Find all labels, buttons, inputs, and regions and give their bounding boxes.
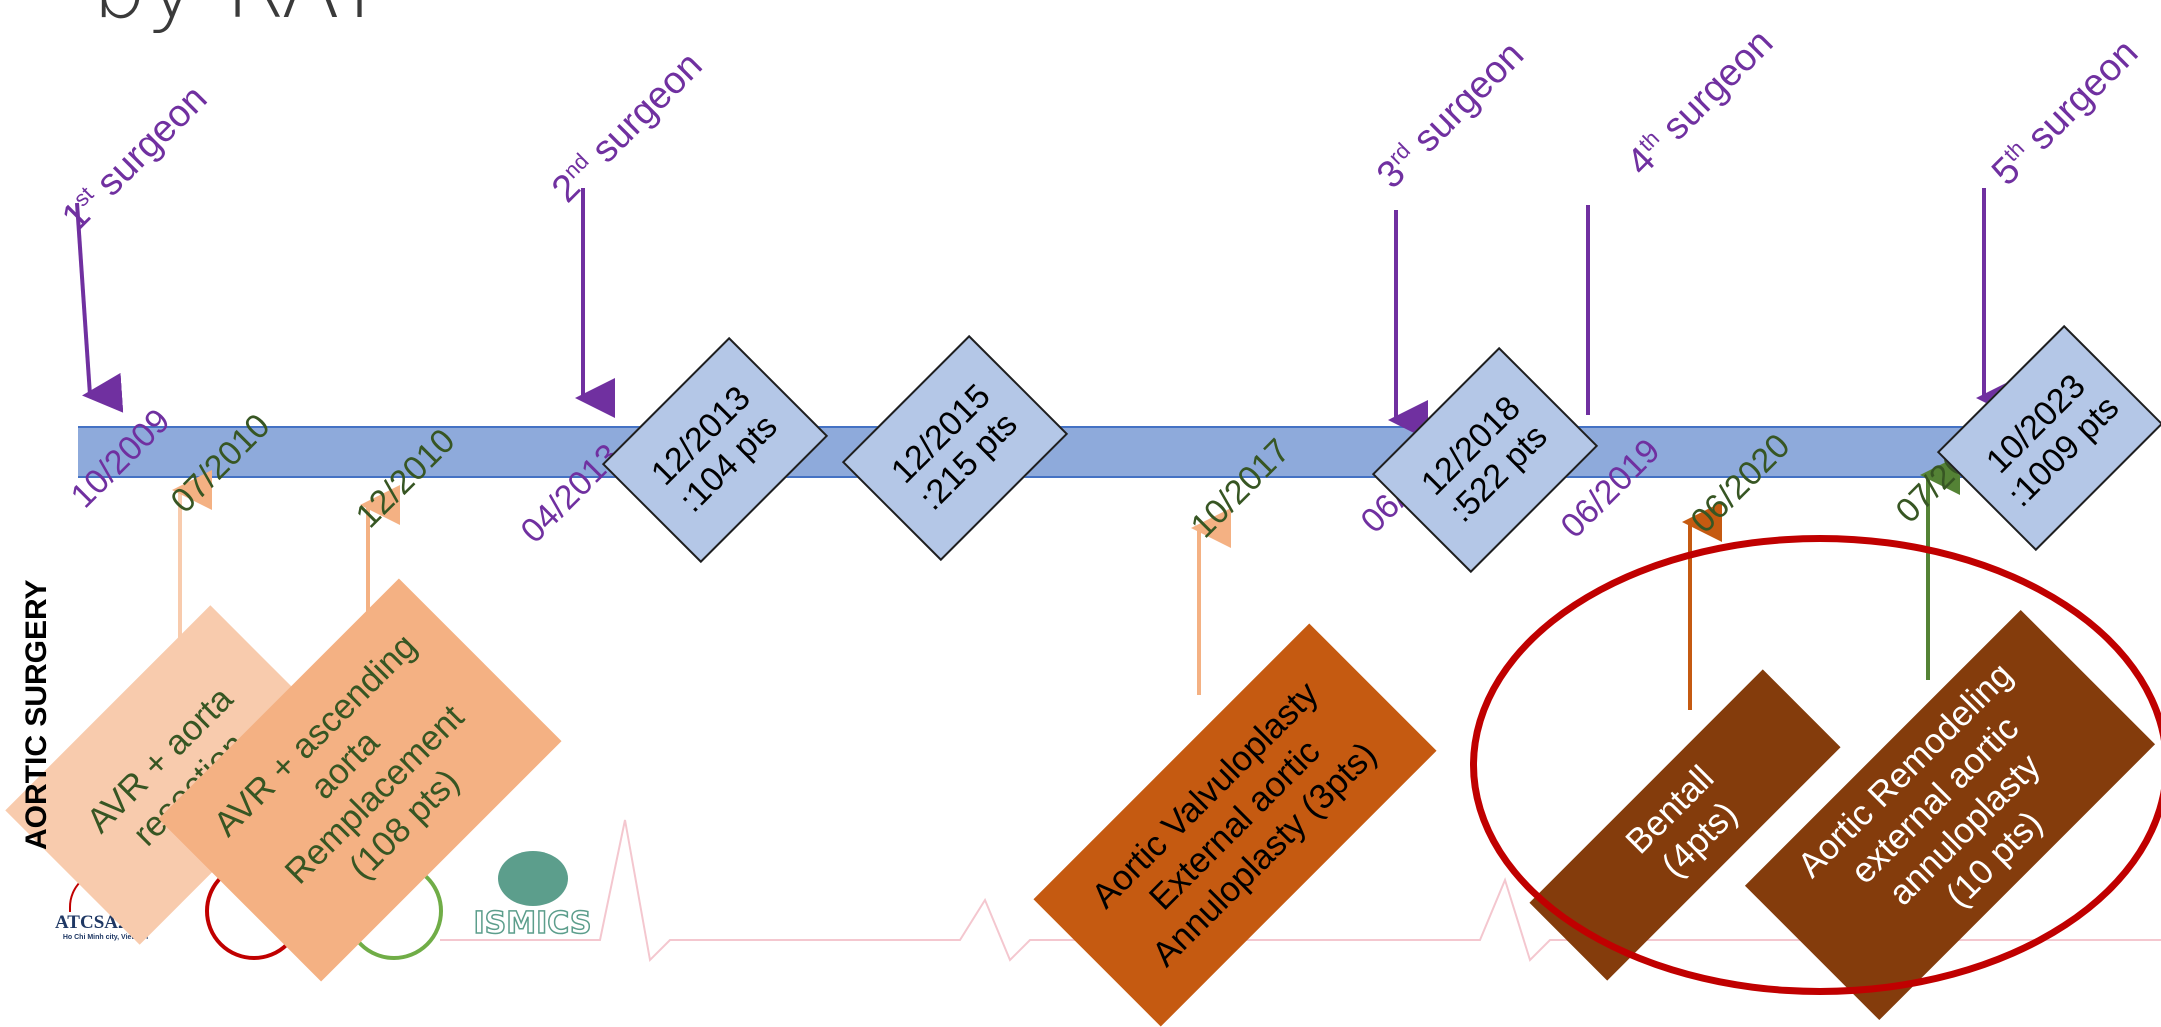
highlight-ellipse: [1470, 535, 2161, 995]
surgeon-1-arrow: [75, 202, 124, 413]
atcsa-logo-subtext: Ho Chi Minh city, Vietnam: [62, 933, 149, 941]
side-label-aortic-surgery: AORTIC SURGERY: [20, 579, 53, 850]
ismics-logo: ISMICS: [473, 848, 592, 943]
ismics-logo-globe: [497, 850, 568, 906]
slide-title: by RAT: [92, 0, 386, 31]
ismics-logo-text: ISMICS: [473, 905, 592, 942]
